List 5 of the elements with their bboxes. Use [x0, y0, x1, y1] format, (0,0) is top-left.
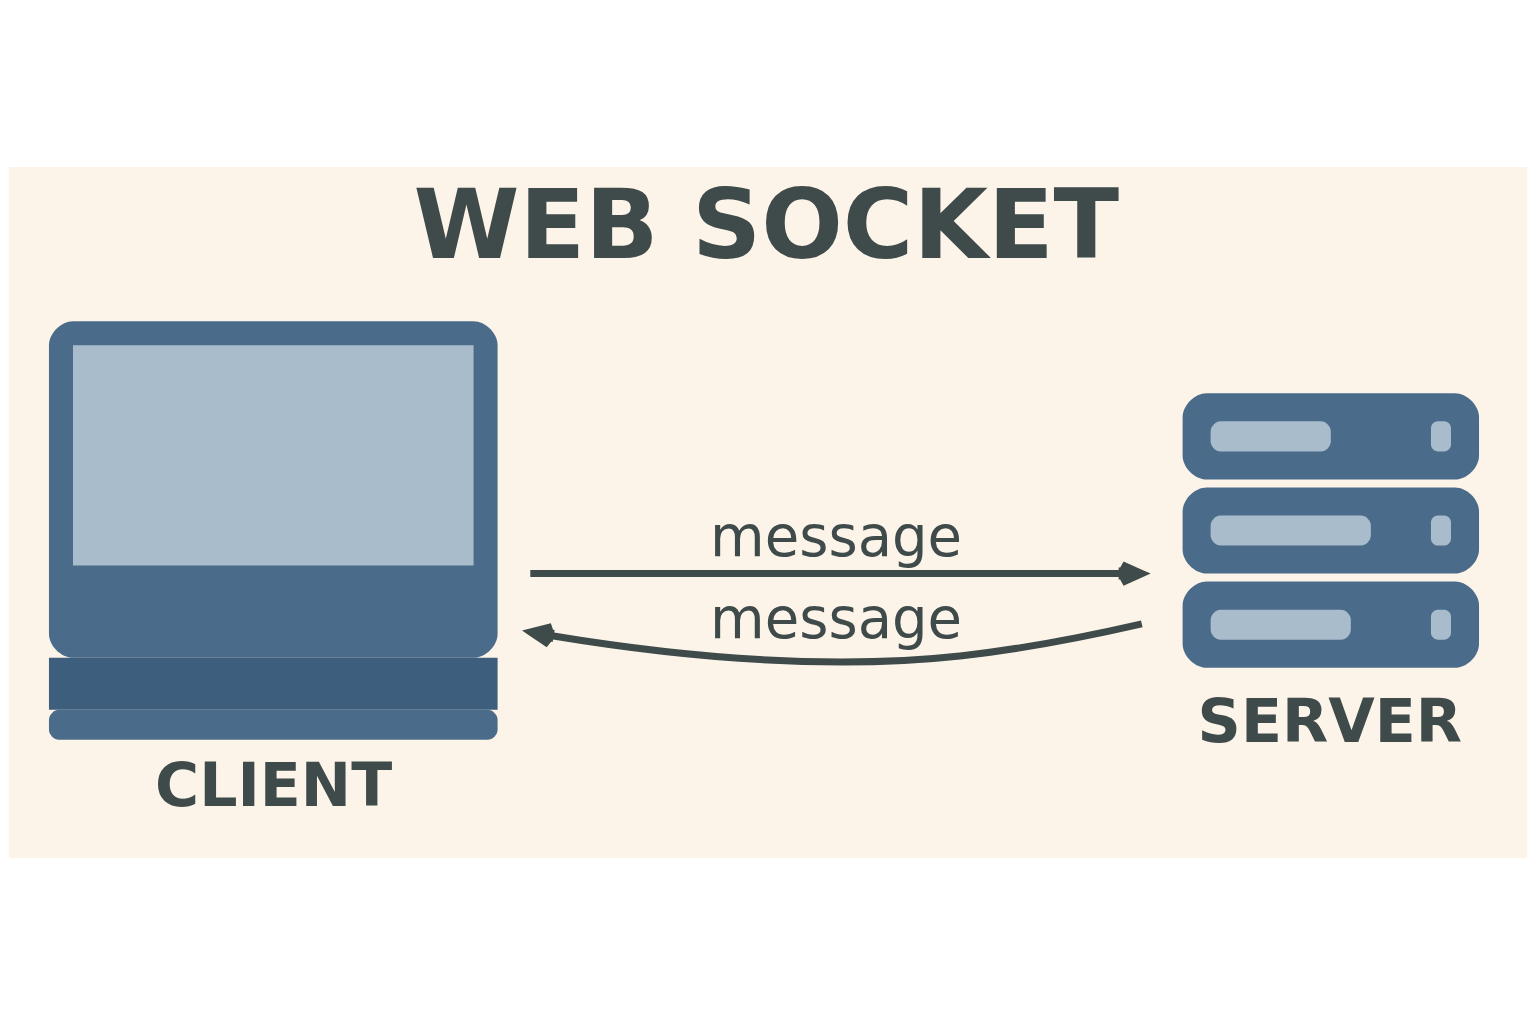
edge-label: message — [710, 585, 963, 651]
edge-label: message — [710, 503, 963, 569]
node-label: SERVER — [1197, 685, 1462, 756]
node-label: CLIENT — [155, 749, 393, 820]
diagram-title: WEB SOCKET — [413, 168, 1120, 281]
